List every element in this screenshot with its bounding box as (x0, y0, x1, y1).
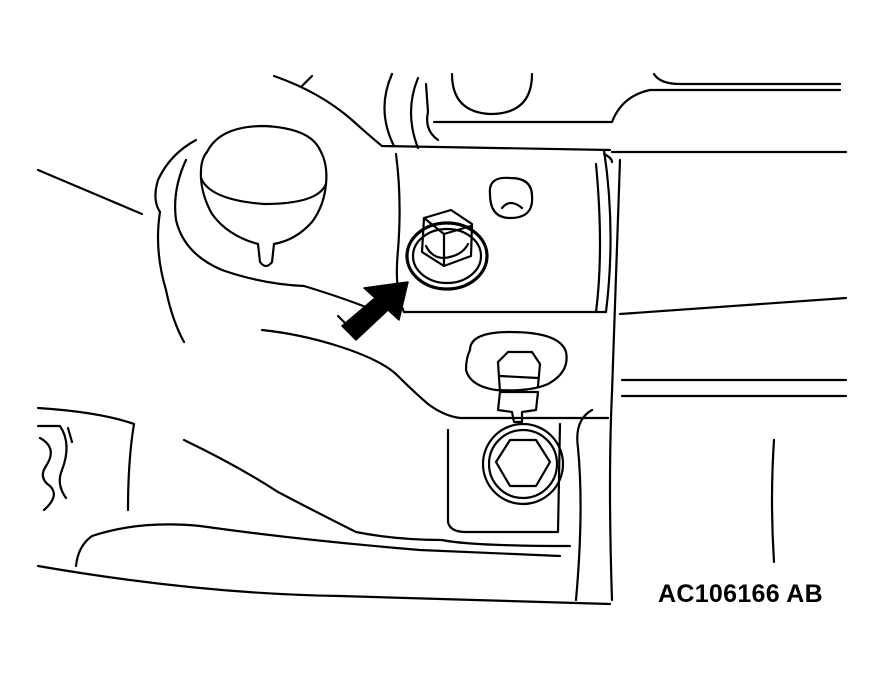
lower-left-arm (36, 406, 612, 606)
bolt-flange-inner (411, 227, 483, 285)
connector-housing (464, 330, 568, 424)
small-hole (488, 176, 534, 220)
upper-housing-outline (272, 72, 842, 152)
hex-bolt-icon (420, 208, 474, 268)
bolt-flange-outer (405, 221, 489, 291)
plug-boss-inner (487, 428, 559, 500)
lower-plug-boss (446, 422, 565, 534)
mounting-plate (394, 148, 614, 314)
plug-boss-outer (481, 422, 565, 506)
right-side-casting (574, 150, 848, 602)
figure-code-label: AC106166 AB (658, 580, 823, 608)
bracket-body (36, 138, 610, 420)
hex-plug-icon (494, 438, 552, 488)
round-cap-part (199, 124, 328, 268)
arrow-icon (341, 281, 409, 341)
target-flange-bolt (405, 208, 489, 291)
